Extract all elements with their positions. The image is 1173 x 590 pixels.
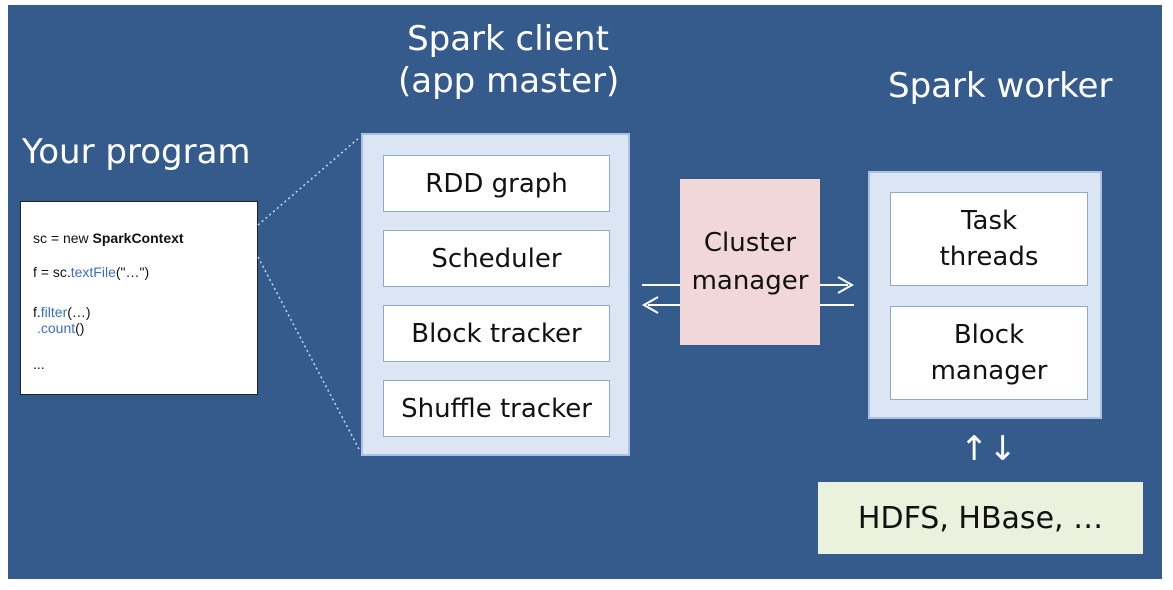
code-text: f.: [33, 304, 41, 320]
block-manager-box: Block manager: [890, 306, 1088, 400]
spark-worker-title: Spark worker: [888, 66, 1113, 106]
dotted-line-top: [257, 136, 361, 226]
cluster-manager-line1: Cluster: [703, 228, 797, 258]
cluster-manager-label: Cluster manager: [692, 224, 809, 300]
your-program-title: Your program: [22, 132, 251, 172]
rdd-graph-box: RDD graph: [383, 155, 610, 212]
spark-client-panel: RDD graph Scheduler Block tracker Shuffl…: [361, 133, 630, 456]
code-line-1: sc = new SparkContext: [33, 230, 184, 246]
task-threads-label: Task threads: [940, 203, 1039, 275]
task-threads-box: Task threads: [890, 192, 1088, 286]
block-manager-line2: manager: [930, 356, 1048, 386]
task-threads-line1: Task: [960, 206, 1018, 236]
slide-background: Your program Spark client (app master) S…: [8, 5, 1162, 579]
code-line-2: f = sc.textFile("…"): [33, 264, 149, 280]
code-text: ("…"): [115, 264, 150, 280]
code-line-3: f.filter(…): [33, 304, 91, 320]
block-manager-label: Block manager: [931, 317, 1048, 389]
scheduler-box: Scheduler: [383, 230, 610, 287]
code-text: .: [37, 320, 41, 336]
spark-client-title: Spark client (app master): [398, 18, 620, 102]
code-method: textFile: [70, 264, 116, 280]
code-method: count: [40, 320, 76, 336]
spark-client-title-line1: Spark client: [407, 19, 609, 59]
arrow-right-head: [837, 276, 855, 294]
spark-client-title-line2: (app master): [398, 61, 620, 101]
spark-worker-panel: Task threads Block manager: [868, 171, 1102, 419]
code-line-5: ...: [33, 356, 45, 372]
task-threads-line2: threads: [939, 242, 1039, 272]
cluster-manager-line2: manager: [691, 266, 809, 296]
block-tracker-box: Block tracker: [383, 305, 610, 362]
code-text: sc = new: [33, 230, 93, 246]
block-manager-line1: Block: [953, 320, 1025, 350]
code-keyword: SparkContext: [92, 230, 184, 246]
program-code-box: sc = new SparkContext f = sc.textFile("……: [20, 201, 258, 395]
code-text: (…): [67, 304, 91, 320]
code-text: f = sc.: [33, 264, 71, 280]
code-line-4: .count(): [37, 320, 84, 336]
code-method: filter: [40, 304, 68, 320]
cluster-manager-box: Cluster manager: [680, 179, 820, 345]
up-down-arrows-icon: ↑↓: [960, 429, 1017, 469]
arrow-left-head: [641, 296, 659, 314]
storage-box: HDFS, HBase, …: [818, 482, 1143, 554]
code-text: (): [75, 320, 85, 336]
shuffle-tracker-box: Shuffle tracker: [383, 380, 610, 437]
dotted-line-bottom: [257, 256, 361, 452]
